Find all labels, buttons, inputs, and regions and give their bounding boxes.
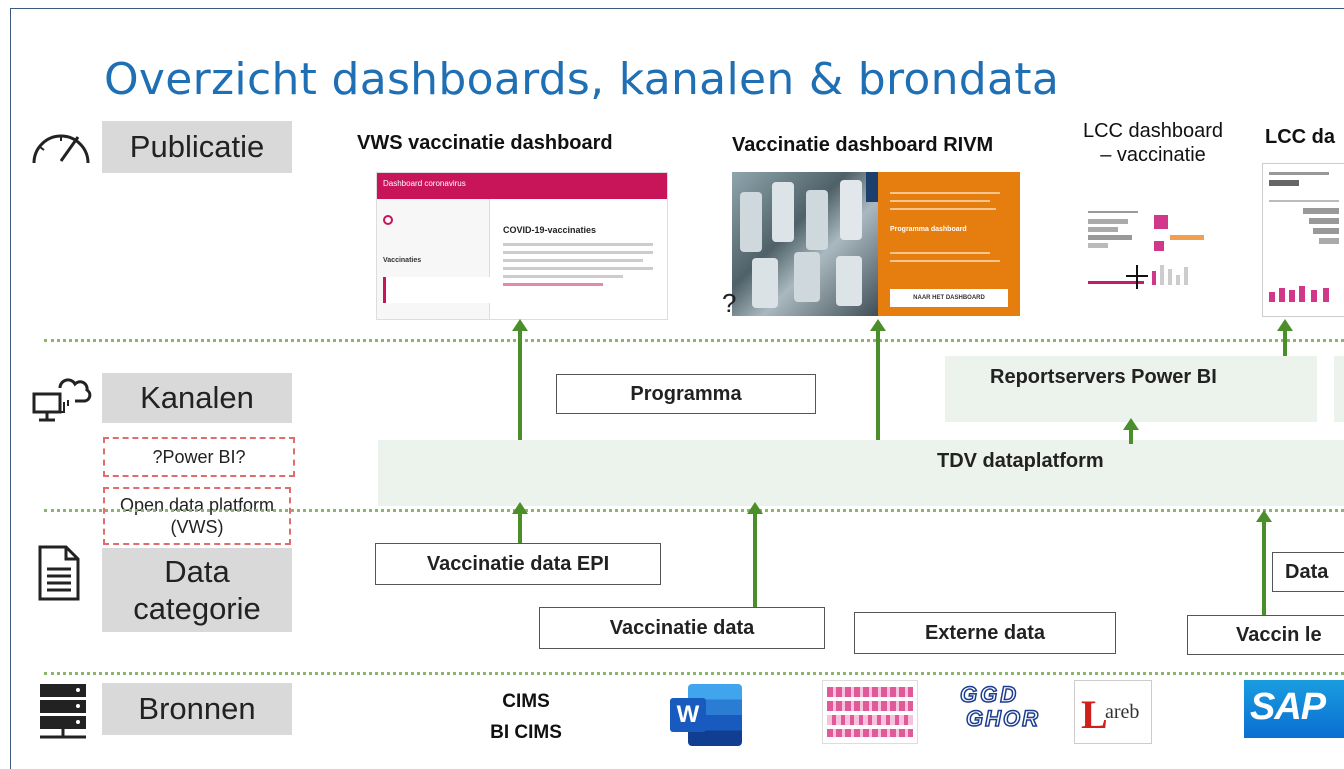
power-bi-option: ?Power BI? bbox=[103, 437, 295, 477]
lcc-vaccinatie-thumbnail[interactable] bbox=[1082, 205, 1212, 293]
separator-publicatie-kanalen bbox=[44, 339, 1344, 342]
arrow-tdv-to-rivm bbox=[870, 319, 886, 440]
rivm-dashboard-title: Vaccinatie dashboard RIVM bbox=[732, 134, 994, 156]
data-box-right: Data bbox=[1272, 552, 1344, 592]
vws-thumb-side-label: Vaccinaties bbox=[383, 257, 422, 264]
lcc-vaccinatie-title: LCC dashboard – vaccinatie bbox=[1082, 120, 1224, 166]
bi-cims-label: BI CIMS bbox=[490, 722, 562, 743]
reportservers-label: Reportservers Power BI bbox=[990, 366, 1217, 388]
vws-dashboard-title: VWS vaccinatie dashboard bbox=[357, 132, 613, 154]
cloud-computer-icon bbox=[32, 378, 92, 422]
word-icon: W bbox=[670, 684, 742, 746]
arrow-vaccin-le-to-tdv bbox=[1256, 510, 1272, 615]
lcc-da-title: LCC da bbox=[1265, 126, 1335, 148]
tdv-dataplatform-band bbox=[378, 440, 1344, 506]
vaccinatie-data-epi-box: Vaccinatie data EPI bbox=[375, 543, 661, 585]
slide-frame bbox=[10, 8, 1344, 769]
sap-logo: SAP bbox=[1244, 680, 1344, 738]
layer-label-kanalen: Kanalen bbox=[102, 373, 292, 423]
document-icon bbox=[38, 545, 80, 601]
reportservers-band-edge bbox=[1334, 356, 1344, 422]
externe-data-box: Externe data bbox=[854, 612, 1116, 654]
arrow-epi-to-tdv bbox=[512, 502, 528, 543]
separator-data-bronnen bbox=[44, 672, 1344, 675]
lcc-da-thumbnail[interactable] bbox=[1262, 163, 1344, 317]
rivm-dashboard-thumbnail[interactable]: Programma dashboard NAAR HET DASHBOARD bbox=[732, 172, 1020, 316]
programma-box: Programma bbox=[556, 374, 816, 414]
spreadsheet-source-icon bbox=[822, 680, 918, 744]
page-title: Overzicht dashboards, kanalen & brondata bbox=[104, 54, 1060, 105]
vaccin-le-box: Vaccin le bbox=[1187, 615, 1344, 655]
rivm-thumb-tag: Programma dashboard bbox=[890, 226, 967, 233]
open-data-platform-option: Open data platform (VWS) bbox=[103, 487, 291, 545]
ggd-ghor-logo: GGD GHOR bbox=[959, 681, 1040, 732]
rivm-question-mark: ? bbox=[722, 288, 737, 318]
separator-kanalen-data bbox=[44, 509, 1344, 512]
vaccinatie-data-box: Vaccinatie data bbox=[539, 607, 825, 649]
rivm-thumb-button: NAAR HET DASHBOARD bbox=[890, 289, 1008, 307]
layer-label-data-categorie: Data categorie bbox=[102, 548, 292, 632]
vws-dashboard-thumbnail[interactable]: Dashboard coronavirus Vaccinaties COVID-… bbox=[376, 172, 668, 320]
arrow-vaccinatie-data-to-tdv bbox=[747, 502, 763, 607]
layer-label-publicatie: Publicatie bbox=[102, 121, 292, 173]
speedometer-icon bbox=[32, 134, 90, 164]
lareb-logo: L areb bbox=[1074, 680, 1152, 744]
layer-label-bronnen: Bronnen bbox=[102, 683, 292, 735]
cims-source: CIMS BI CIMS bbox=[478, 686, 574, 748]
cims-label: CIMS bbox=[502, 691, 550, 712]
arrow-tdv-to-reportservers bbox=[1123, 418, 1139, 444]
reportservers-band bbox=[945, 356, 1317, 422]
server-icon bbox=[40, 684, 86, 739]
arrow-tdv-to-vws bbox=[512, 319, 528, 440]
tdv-dataplatform-label: TDV dataplatform bbox=[937, 450, 1104, 472]
vws-thumb-heading: COVID-19-vaccinaties bbox=[503, 225, 597, 235]
vws-thumb-header: Dashboard coronavirus bbox=[377, 173, 667, 199]
arrow-reportservers-to-lcc bbox=[1277, 319, 1293, 356]
